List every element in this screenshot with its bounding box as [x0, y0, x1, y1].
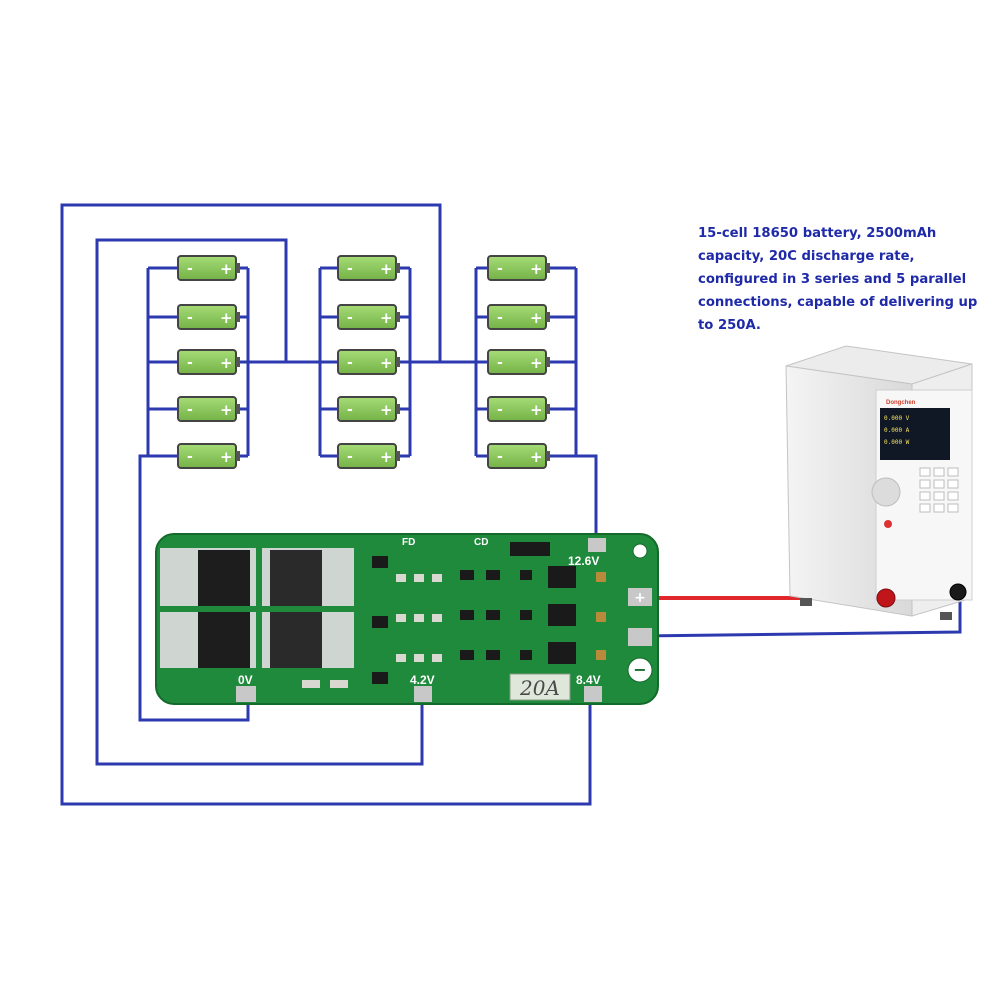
cell-minus-symbol: -	[497, 310, 503, 326]
label-cd: CD	[474, 537, 488, 548]
mosfet-2	[270, 550, 322, 606]
cell-plus-symbol: +	[380, 354, 393, 372]
pad-minus	[628, 628, 652, 646]
battery-cell: -+	[177, 304, 240, 330]
keypad	[919, 467, 959, 513]
battery-cells: -+-+-+-+-+-+-+-+-+-+-+-+-+-+-+	[177, 255, 550, 469]
cell-plus-symbol: +	[530, 309, 543, 327]
cell-minus-symbol: -	[497, 402, 503, 418]
battery-cell: -+	[337, 396, 400, 422]
load-screen	[880, 408, 950, 460]
battery-cell: -+	[337, 304, 400, 330]
cell-minus-symbol: -	[347, 402, 353, 418]
blue-wires	[60, 203, 962, 806]
cell-minus-symbol: -	[187, 355, 193, 371]
pad-plus-symbol: +	[634, 590, 646, 606]
battery-cell: -+	[487, 349, 550, 375]
cell-plus-symbol: +	[380, 448, 393, 466]
battery-cell: -+	[337, 443, 400, 469]
cell-minus-symbol: -	[187, 402, 193, 418]
pad-8v4	[584, 686, 602, 702]
mount-hole-top	[632, 543, 648, 559]
wire-load-negative	[639, 596, 962, 638]
label-4v2: 4.2V	[410, 673, 435, 687]
battery-cell: -+	[177, 349, 240, 375]
smd-resistors	[302, 574, 442, 688]
power-button	[884, 520, 892, 528]
load-foot-left	[800, 598, 812, 606]
readout-watt: 0.000 W	[884, 439, 910, 446]
label-0v: 0V	[238, 673, 253, 687]
pad-4v2	[414, 686, 432, 702]
load-brand: Dongchen	[886, 400, 916, 406]
cell-minus-symbol: -	[347, 261, 353, 277]
readout-amp: 0.000 A	[884, 427, 910, 434]
terminal-negative	[949, 583, 967, 601]
battery-cell: -+	[487, 396, 550, 422]
battery-cell: -+	[337, 349, 400, 375]
cell-minus-symbol: -	[187, 261, 193, 277]
cell-plus-symbol: +	[220, 354, 233, 372]
pad-0v	[236, 686, 256, 702]
cell-minus-symbol: -	[187, 310, 193, 326]
bms-board: FD CD 12.6V 0V 4.2V 8.4V 20A + −	[155, 533, 659, 705]
load-foot-right	[940, 612, 952, 620]
cell-minus-symbol: -	[187, 449, 193, 465]
battery-cell: -+	[487, 255, 550, 281]
load-knob	[871, 477, 901, 507]
smd-capacitors	[596, 572, 606, 660]
cell-plus-symbol: +	[380, 309, 393, 327]
battery-cell: -+	[177, 255, 240, 281]
cell-minus-symbol: -	[497, 261, 503, 277]
current-label-box	[509, 673, 571, 701]
cell-minus-symbol: -	[347, 449, 353, 465]
cell-plus-symbol: +	[530, 401, 543, 419]
battery-cell: -+	[337, 255, 400, 281]
cell-minus-symbol: -	[347, 355, 353, 371]
battery-cell: -+	[487, 304, 550, 330]
cell-plus-symbol: +	[530, 260, 543, 278]
description-text: 15-cell 18650 battery, 2500mAh capacity,…	[698, 226, 978, 333]
battery-cell: -+	[487, 443, 550, 469]
mosfet-1	[198, 550, 250, 606]
cell-minus-symbol: -	[347, 310, 353, 326]
cell-plus-symbol: +	[530, 448, 543, 466]
battery-cell: -+	[177, 443, 240, 469]
cell-plus-symbol: +	[220, 309, 233, 327]
wire-0v	[138, 454, 250, 722]
pad-plus	[628, 588, 652, 606]
cell-plus-symbol: +	[220, 260, 233, 278]
pad-minus-symbol: −	[633, 660, 646, 679]
pad-12v6	[588, 538, 606, 552]
mosfet-4	[270, 612, 322, 668]
label-12v6: 12.6V	[568, 554, 599, 568]
cell-plus-symbol: +	[220, 401, 233, 419]
smd-components	[372, 542, 576, 684]
cell-minus-symbol: -	[497, 355, 503, 371]
mosfet-3	[198, 612, 250, 668]
cell-plus-symbol: +	[380, 401, 393, 419]
cell-minus-symbol: -	[497, 449, 503, 465]
label-8v4: 8.4V	[576, 673, 601, 687]
mount-hole-bottom	[627, 657, 653, 683]
label-fd: FD	[402, 537, 415, 548]
wire-12v6	[576, 454, 598, 540]
cell-plus-symbol: +	[220, 448, 233, 466]
terminal-positive	[876, 588, 896, 608]
wire-8v4-tap	[60, 203, 592, 806]
electronic-load: Dongchen 0.000 V 0.000 A 0.000 W	[785, 345, 973, 620]
cell-plus-symbol: +	[530, 354, 543, 372]
wire-4v2-tap	[95, 238, 424, 766]
cell-plus-symbol: +	[380, 260, 393, 278]
label-current: 20A	[519, 676, 560, 700]
readout-volt: 0.000 V	[884, 415, 910, 422]
battery-cell: -+	[177, 396, 240, 422]
